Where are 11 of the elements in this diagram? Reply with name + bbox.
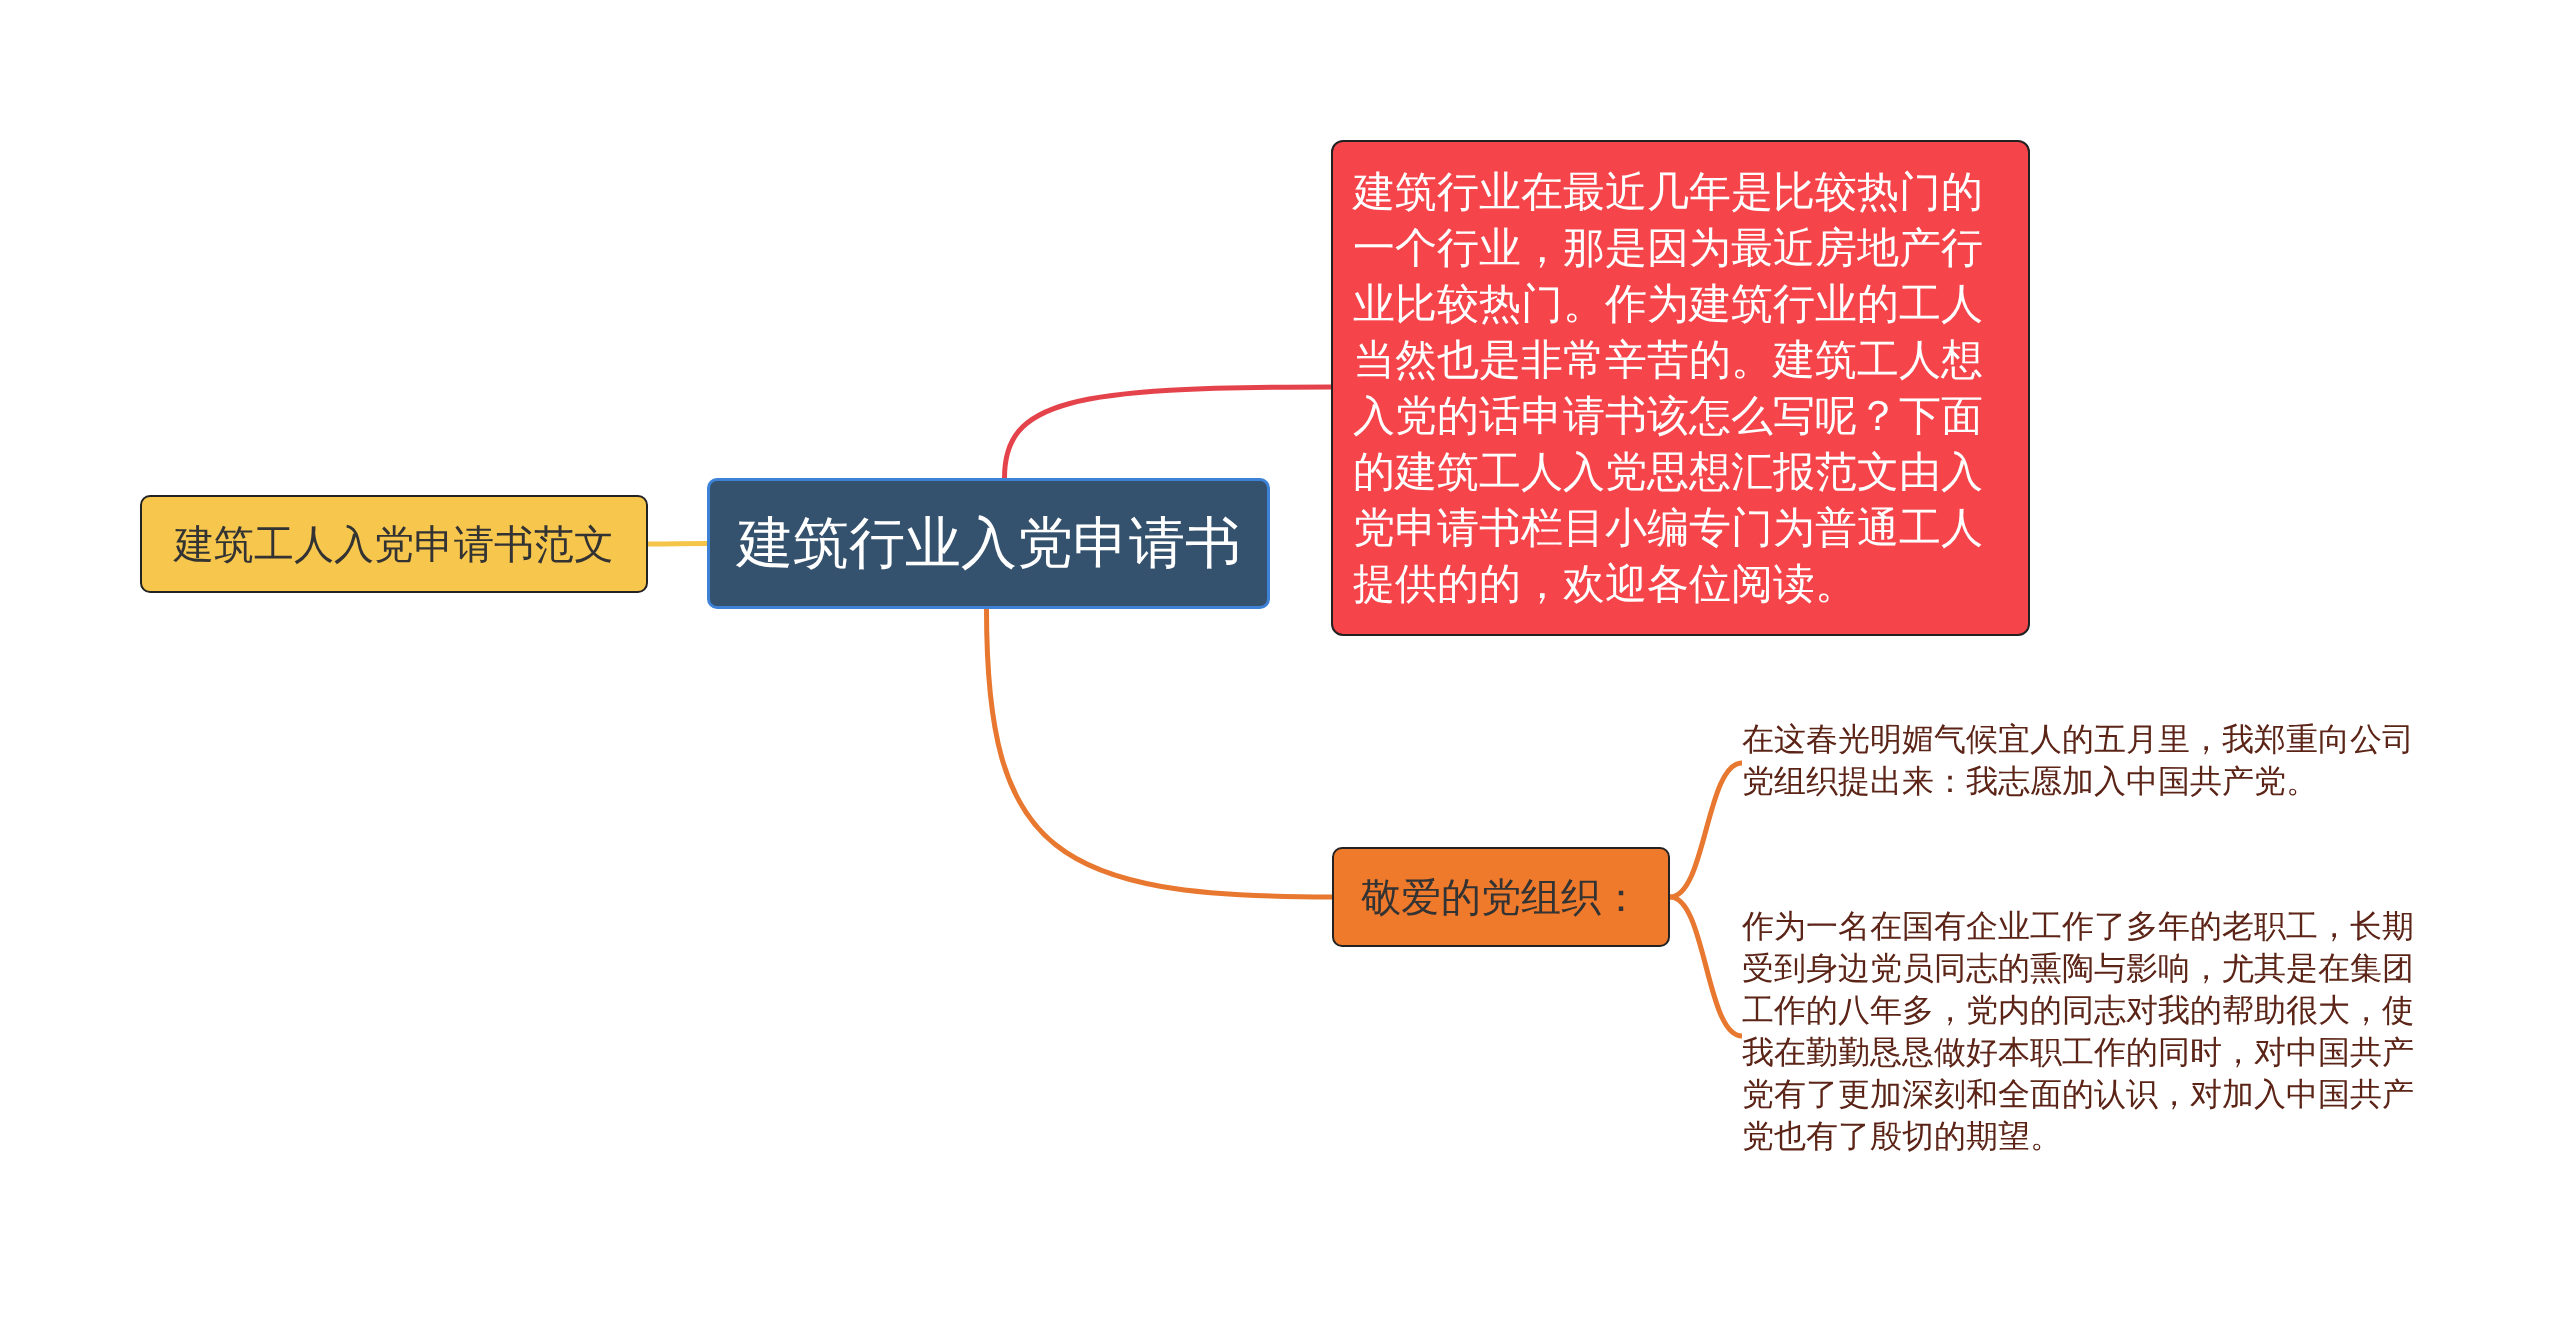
- topic-box: 建筑行业入党申请书: [707, 478, 1270, 609]
- paragraph: 在这春光明媚气候宜人的五月里，我郑重向公司党组织提出来：我志愿加入中国共产党。: [1742, 718, 2432, 808]
- description-box: 建筑行业在最近几年是比较热门的一个行业，那是因为最近房地产行业比较热门。作为建筑行业的工人当然也是非常辛苦的。建筑工人想入党的话申请书该怎么写呢？下面的建筑工人入党思想汇报范文由入党申请书栏目小编专门为普通工人提供的的，欢迎各位阅读。: [1331, 140, 2030, 636]
- connector-line: [984, 608, 1333, 900]
- subtopic-box: 敬爱的党组织：: [1332, 847, 1670, 947]
- connector-line: [1669, 894, 1743, 1039]
- paragraph: 作为一名在国有企业工作了多年的老职工，长期受到身边党员同志的熏陶与影响，尤其是在集团工作的八年多，党内的同志对我的帮助很大，使我在勤勤恳恳做好本职工作的同时，对中国共产党有了更加深刻和全面的认识，对加入中国共产党也有了殷切的期望。: [1742, 905, 2432, 1167]
- connector-line: [648, 541, 707, 547]
- connector-line: [1669, 760, 1743, 900]
- connector-line: [1002, 384, 1331, 479]
- subtopic-box: 建筑工人入党申请书范文: [140, 495, 648, 593]
